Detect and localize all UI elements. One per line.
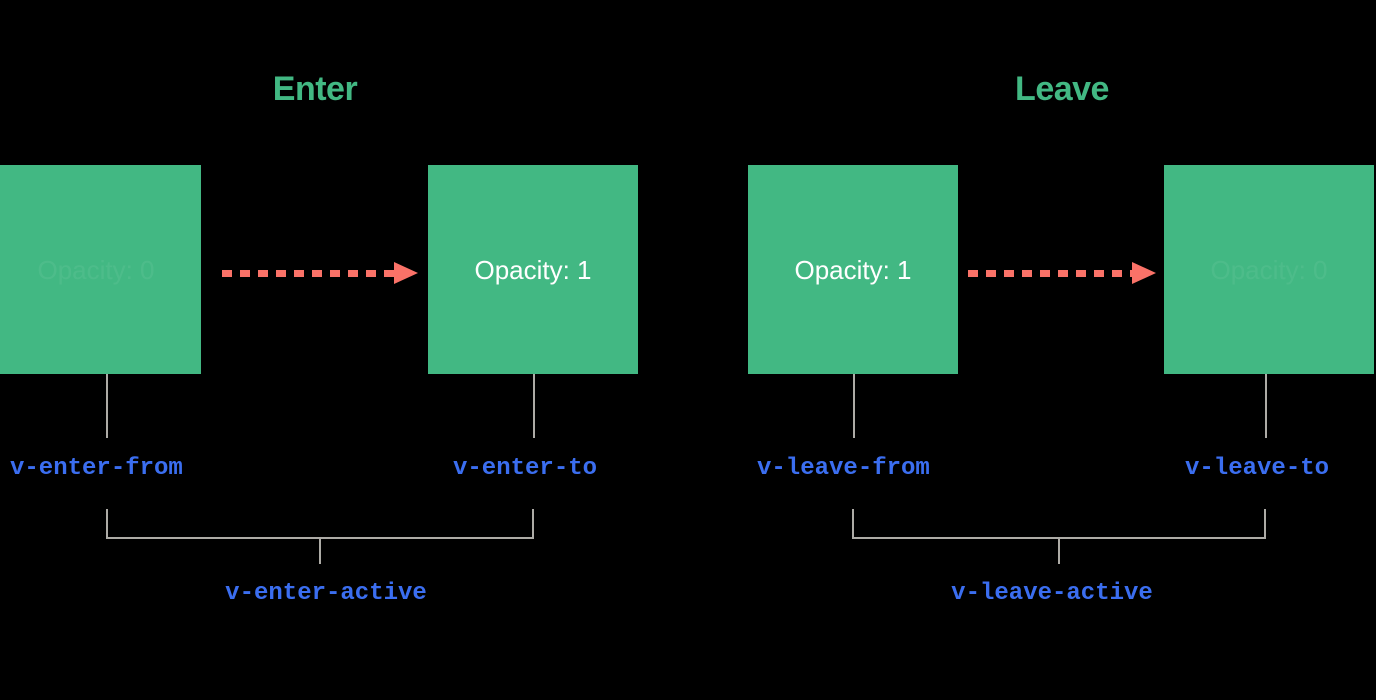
- arrow-head: [1132, 262, 1156, 284]
- span-bracket-enter-active: [106, 509, 534, 539]
- opacity-value-enter-to: Opacity: 1: [474, 254, 592, 285]
- class-label-v-enter-from: v-enter-from: [10, 455, 183, 482]
- connector-line-leave-to: [1265, 374, 1267, 438]
- class-label-v-leave-from: v-leave-from: [757, 455, 930, 482]
- span-bracket-stem-leave-active: [1058, 539, 1060, 564]
- arrow-shaft: [968, 270, 1132, 277]
- dashed-arrow-right-icon-enter: [222, 262, 418, 284]
- connector-line-leave-from: [853, 374, 855, 438]
- arrow-shaft: [222, 270, 394, 277]
- section-heading-enter: Enter: [272, 70, 358, 108]
- class-label-v-enter-active: v-enter-active: [225, 580, 427, 607]
- opacity-value-leave-from: Opacity: 1: [794, 254, 912, 285]
- span-bracket-leave-active: [852, 509, 1266, 539]
- span-bracket-stem-enter-active: [319, 539, 321, 564]
- state-box-leave-from: Opacity: 1: [748, 165, 958, 374]
- opacity-value-leave-to: Opacity: 0: [1210, 254, 1328, 285]
- class-label-v-leave-active: v-leave-active: [951, 580, 1153, 607]
- class-label-v-leave-to: v-leave-to: [1185, 455, 1330, 482]
- state-box-enter-to: Opacity: 1: [428, 165, 638, 374]
- section-heading-leave: Leave: [1015, 70, 1109, 108]
- connector-line-enter-from: [106, 374, 108, 438]
- state-box-enter-from: Opacity: 0: [0, 165, 201, 374]
- class-label-v-enter-to: v-enter-to: [453, 455, 598, 482]
- opacity-value-enter-from: Opacity: 0: [37, 254, 155, 285]
- state-box-leave-to: Opacity: 0: [1164, 165, 1374, 374]
- arrow-head: [394, 262, 418, 284]
- dashed-arrow-right-icon-leave: [968, 262, 1156, 284]
- connector-line-enter-to: [533, 374, 535, 438]
